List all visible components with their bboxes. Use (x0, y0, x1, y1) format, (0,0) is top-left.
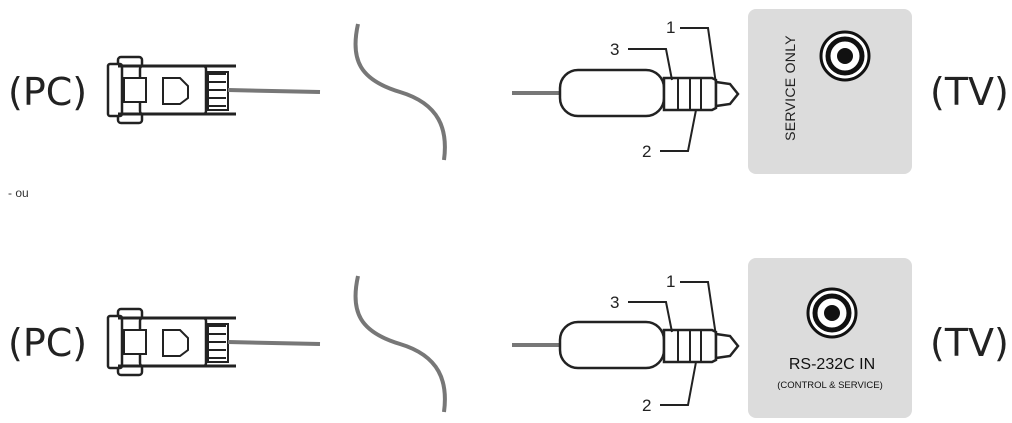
pc-label: (PC) (8, 321, 88, 365)
pin-label-1: 1 (666, 18, 676, 37)
stereo-jack-icon (558, 320, 740, 370)
rca-port-icon (819, 30, 871, 82)
cable-break (353, 23, 447, 161)
tv-label: (TV) (930, 321, 1009, 365)
stereo-jack-icon (558, 68, 740, 118)
db9-connector-icon (106, 307, 236, 377)
db9-connector-icon (106, 55, 236, 125)
port-label: SERVICE ONLY (782, 35, 798, 141)
pin-label-1: 1 (666, 272, 676, 291)
port-label: RS-232C IN (788, 356, 876, 373)
separator-text: - ou (8, 186, 29, 200)
pin-label-3: 3 (610, 293, 620, 312)
cable-left (227, 88, 321, 94)
port-sublabel: (CONTROL & SERVICE) (777, 380, 883, 391)
cable-left (227, 340, 321, 346)
cable-break (353, 275, 447, 413)
rca-port-icon (806, 287, 858, 339)
pc-label: (PC) (8, 70, 88, 114)
pin-label-2: 2 (642, 396, 652, 415)
pin-label-2: 2 (642, 142, 652, 161)
tv-label: (TV) (930, 70, 1009, 114)
pin-label-3: 3 (610, 40, 620, 59)
